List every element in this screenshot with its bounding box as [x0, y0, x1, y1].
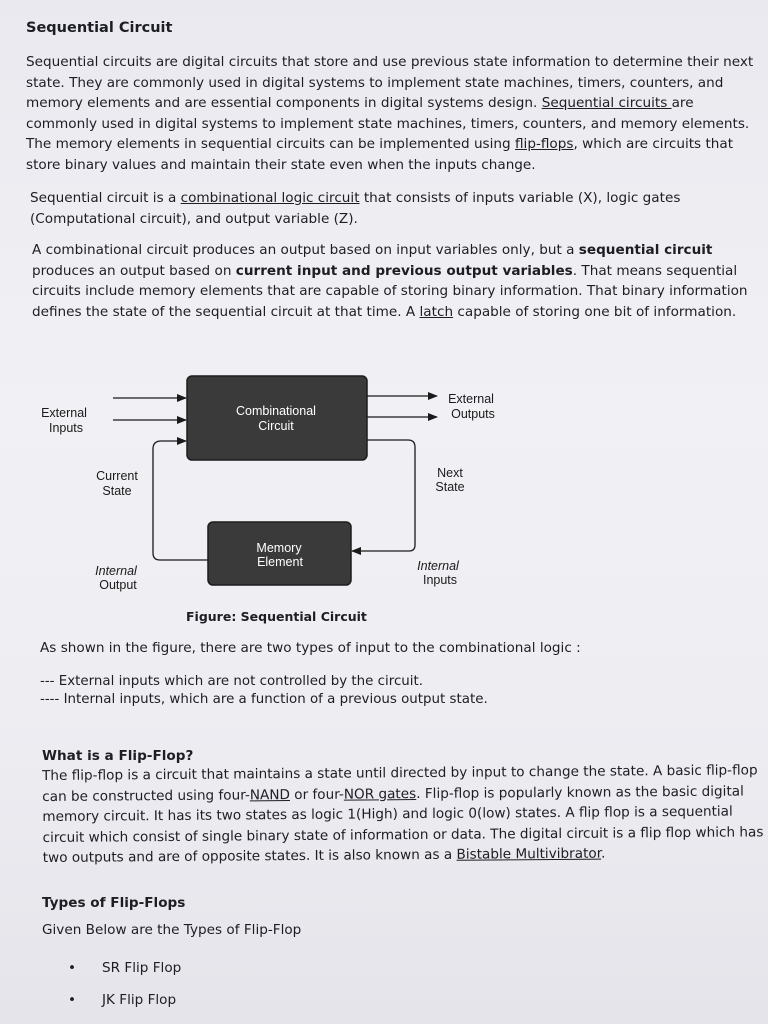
text-run: .	[600, 845, 606, 862]
label-external-outputs-1: External	[448, 392, 494, 406]
text-run: are commonly used in digital systems to …	[26, 95, 750, 153]
link-sequential-circuits[interactable]: Sequential circuits	[541, 95, 672, 112]
dash-text: External inputs which are not controlled…	[54, 674, 424, 689]
combinational-circuit-box	[186, 375, 368, 461]
label-external-inputs-1: External	[41, 406, 87, 420]
label-external-outputs-2: Outputs	[451, 407, 495, 421]
label-combinational-2: Circuit	[258, 419, 294, 433]
label-internal-inputs-2: Inputs	[423, 573, 457, 587]
link-latch[interactable]: latch	[419, 303, 454, 320]
bold-text: current input and previous output variab…	[235, 262, 573, 279]
label-combinational-1: Combinational	[236, 404, 316, 418]
figure-caption: Figure: Sequential Circuit	[186, 609, 367, 624]
next-state-path	[351, 439, 416, 555]
text-run: A combinational circuit produces an outp…	[32, 242, 579, 258]
label-current-state-1: Current	[96, 469, 138, 483]
label-next-state-2: State	[435, 480, 464, 494]
text-run: or four-	[289, 786, 344, 803]
link-nor-gates[interactable]: NOR gates	[343, 785, 417, 803]
text-run: . That means sequential circuits include…	[32, 262, 748, 320]
bullet: •	[68, 960, 77, 976]
dash-item-internal: ---- Internal inputs, which are a functi…	[40, 690, 488, 711]
current-state-path	[152, 437, 208, 561]
label-external-inputs-2: Inputs	[49, 421, 83, 435]
sequential-circuit-figure: External Inputs External Outputs Current…	[41, 375, 495, 592]
link-bistable-multivibrator[interactable]: Bistable Multivibrator	[456, 845, 602, 864]
label-internal-output-2: Output	[99, 578, 137, 592]
text-run: Sequential circuits are digital circuits…	[26, 54, 754, 112]
label-internal-inputs-1: Internal	[417, 559, 460, 573]
link-flip-flops[interactable]: flip-flops	[514, 136, 574, 153]
text-run: produces an output based on	[32, 262, 236, 279]
link-nand[interactable]: NAND	[249, 786, 290, 803]
heading-flip-flop: What is a Flip-Flop?	[42, 748, 194, 764]
paragraph-comparison: A combinational circuit produces an outp…	[32, 240, 748, 322]
link-combinational-logic-circuit[interactable]: combinational logic circuit	[180, 190, 360, 206]
paragraph-intro: Sequential circuits are digital circuits…	[26, 52, 754, 176]
list-item: • SR Flip Flop	[68, 958, 181, 979]
paragraph-definition: Sequential circuit is a combinational lo…	[30, 188, 750, 229]
list-item-label: JK Flip Flop	[102, 992, 177, 1008]
text-run: that consists of inputs variable (X), lo…	[30, 190, 681, 227]
page-title: Sequential Circuit	[26, 20, 173, 36]
paragraph-flip-flop: The flip-flop is a circuit that maintain…	[42, 760, 765, 869]
list-item: • JK Flip Flop	[68, 990, 176, 1011]
heading-types-of-flip-flops: Types of Flip-Flops	[42, 895, 186, 911]
label-memory-1: Memory	[256, 541, 302, 555]
bold-text: sequential circuit	[578, 242, 713, 258]
text-run: capable of storing one bit of informatio…	[453, 303, 737, 320]
label-memory-2: Element	[257, 555, 303, 569]
text-run: Sequential circuit is a	[30, 190, 181, 206]
label-internal-output-1: Internal	[95, 564, 138, 578]
dash-item-external: --- External inputs which are not contro…	[40, 672, 423, 693]
types-intro: Given Below are the Types of Flip-Flop	[42, 922, 302, 938]
dash-marker: ---	[40, 674, 55, 689]
dash-text: Internal inputs, which are a function of…	[59, 692, 488, 707]
label-next-state-1: Next	[437, 466, 463, 480]
bullet: •	[68, 992, 77, 1008]
dash-marker: ----	[40, 692, 60, 707]
list-item-label: SR Flip Flop	[102, 960, 182, 976]
label-current-state-2: State	[102, 484, 131, 498]
paragraph-input-types: As shown in the figure, there are two ty…	[40, 640, 581, 656]
text-run: , which are circuits that store binary v…	[26, 136, 734, 173]
